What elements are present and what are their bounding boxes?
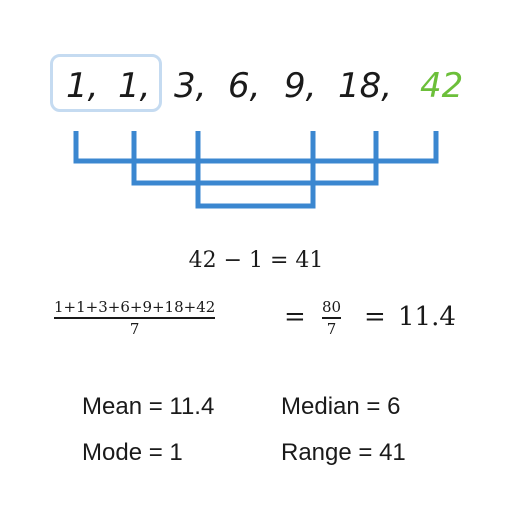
- simplified-fraction: 80 7: [322, 298, 342, 338]
- sequence-number-7-max: 42: [420, 66, 464, 106]
- mean-result: 11.4: [398, 302, 456, 332]
- simplified-denominator: 7: [326, 319, 337, 338]
- inner-bracket: [195, 131, 316, 209]
- equals-sign: =: [284, 302, 306, 332]
- sequence-number-5: 9,: [284, 66, 317, 106]
- fraction-bar: [54, 317, 216, 319]
- sum-numerator: 1+1+3+6+9+18+42: [54, 298, 216, 316]
- sequence-number-1: 1,: [66, 66, 99, 106]
- stat-mode: Mode = 1: [82, 439, 183, 466]
- middle-bracket: [131, 131, 379, 186]
- outer-bracket: [73, 131, 439, 164]
- sequence-number-4: 6,: [228, 66, 261, 106]
- sequence-number-3: 3,: [174, 66, 207, 106]
- sequence-number-6: 18,: [338, 66, 393, 106]
- sum-denominator: 7: [129, 319, 140, 338]
- sequence-number-2: 1,: [118, 66, 151, 106]
- equals-sign: =: [364, 302, 386, 332]
- simplified-numerator: 80: [322, 298, 342, 316]
- stat-median: Median = 6: [281, 393, 401, 420]
- fraction-bar: [322, 317, 342, 319]
- mode-highlight-box: [50, 54, 162, 112]
- sum-fraction: 1+1+3+6+9+18+42 7: [54, 298, 216, 338]
- stat-range: Range = 41: [281, 439, 406, 466]
- range-equation: 42 − 1 = 41: [188, 248, 324, 273]
- stat-mean: Mean = 11.4: [82, 393, 215, 420]
